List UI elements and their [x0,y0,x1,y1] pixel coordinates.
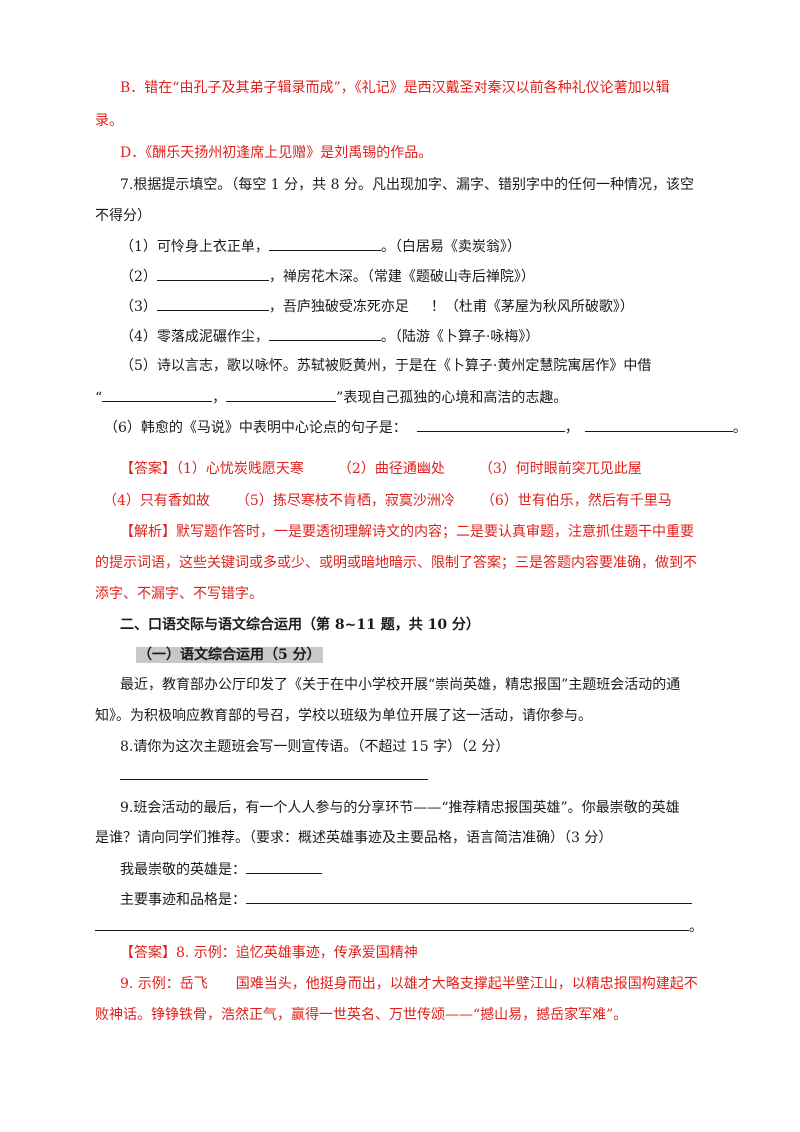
q7-item-6: （6）韩愈的《马说》中表明中心论点的句子是： ， 。 [104,417,747,437]
q7-item-3-blank[interactable] [156,296,269,311]
q7-item-2-number: （2） [120,269,157,285]
analysis-tag: 【解析】 [120,524,176,540]
answer-7-1: （1）心忧炭贱愿天寒 [176,461,304,477]
q7-item-5: （5）诗以言志，歌以咏怀。苏轼被贬黄州，于是在《卜算子·黄州定慧院寓居作》中借 [120,358,652,374]
q7-item-1: （1）可怜身上衣正单， 。（白居易《卖炭翁》） [120,236,521,256]
q9-hero-blank[interactable] [246,859,322,874]
q7-item-4-prompt: （4）零落成泥碾作尘， [120,329,269,345]
answer-7-3: （3）何时眼前突兀见此屋 [478,461,642,477]
q7-item-4-blank[interactable] [268,326,381,341]
q6-option-b-explanation-cont: 录。 [95,113,123,129]
q7-item-3-prompt: ，吾庐独破受冻死亦足 [268,299,409,315]
section-2-sub-heading-text: （一）语文综合运用（5 分） [136,647,323,663]
answer-tag: 【答案】 [120,945,176,961]
q7-stem: 7.根据提示填空。（每空 1 分，共 8 分。凡出现加字、漏字、错别字中的任何一… [120,177,694,193]
q7-item-2-prompt: ，禅房花木深。（常建《题破山寺后禅院》） [268,269,535,285]
q7-item-3-source: ！（杜甫《茅屋为秋风所破歌》） [430,299,634,315]
answer-7-2: （2）曲径通幽处 [337,461,445,477]
q8-stem: 8.请你为这次主题班会写一则宣传语。（不超过 15 字）（2 分） [120,739,510,755]
q7-item-6-prompt: （6）韩愈的《马说》中表明中心论点的句子是： [104,420,407,436]
q7-item-5-suffix: ”表现自己孤独的心境和高洁的志趣。 [336,390,568,406]
q7-item-5-comma: ， [212,390,227,406]
q7-item-1-blank[interactable] [268,236,381,251]
answer-8-text: 8. 示例：追忆英雄事迹，传承爱国精神 [176,945,418,961]
section-2-heading: 二、口语交际与语文综合运用（第 8~11 题，共 10 分） [120,617,480,633]
q6-option-b-explanation: B．错在“由孔子及其弟子辑录而成”，《礼记》是西汉戴圣对秦汉以前各种礼仪论著加以… [120,80,670,96]
analysis-7: 【解析】默写题作答时，一是要透彻理解诗文的内容；二是要认真审题，注意抓住题干中重… [120,522,694,542]
q7-stem-cont: 不得分） [95,208,151,224]
section-2-intro-cont: 知》。为积极响应教育部的号召，学校以班级为单位开展了这一活动，请你参与。 [95,708,592,724]
q7-item-4: （4）零落成泥碾作尘， 。（陆游《卜算子·咏梅》） [120,326,539,346]
q7-item-5-blank-2[interactable] [226,387,337,402]
q7-item-6-blank-2[interactable] [584,417,733,432]
answer-tag: 【答案】 [120,461,176,477]
section-2-intro: 最近，教育部办公厅印发了《关于在中小学校开展“崇尚英雄，精忠报国”主题班会活动的… [120,677,681,693]
answer-9: 9. 示例：岳飞 国难当头，他挺身而出，以雄才大略支撑起半壁江山，以精忠报国构建… [120,976,698,992]
analysis-7-text: 默写题作答时，一是要透彻理解诗文的内容；二是要认真审题，注意抓住题干中重要 [176,524,694,540]
q9-hero-label: 我最崇敬的英雄是： [120,862,246,878]
analysis-7-cont-2: 添字、不漏字、不写错字。 [95,586,263,602]
answer-7-5: （5）拣尽寒枝不肯栖，寂寞沙洲冷 [235,493,455,509]
q7-item-5-open-quote: “ [95,390,103,406]
q9-stem-cont: 是谁？请向同学们推荐。（要求：概述英雄事迹及主要品格，语言简洁准确）（3 分） [95,830,613,846]
q9-deeds-blank-2[interactable] [95,916,689,931]
q9-deeds-field: 主要事迹和品格是： [120,889,692,909]
answer-8: 【答案】8. 示例：追忆英雄事迹，传承爱国精神 [120,943,418,963]
q7-item-1-prompt: （1）可怜身上衣正单， [120,239,269,255]
q6-option-d-explanation: D．《酬乐天扬州初逢席上见赠》是刘禹锡的作品。 [120,145,433,161]
q7-item-6-comma: ， [564,420,579,436]
q7-item-2: （2） ，禅房花木深。（常建《题破山寺后禅院》） [120,266,535,286]
answer-7-row-1: 【答案】（1）心忧炭贱愿天寒 （2）曲径通幽处 （3）何时眼前突兀见此屋 [120,459,642,479]
q9-deeds-label: 主要事迹和品格是： [120,892,246,908]
q9-deeds-cont: 。 [95,916,703,936]
section-2-sub-heading: （一）语文综合运用（5 分） [136,645,323,665]
answer-7-4: （4）只有香如故 [103,493,210,509]
q9-deeds-blank[interactable] [246,889,692,904]
answer-7-row-2: （4）只有香如故 （5）拣尽寒枝不肯栖，寂寞沙洲冷 （6）世有伯乐，然后有千里马 [103,491,672,511]
q7-item-3: （3） ，吾庐独破受冻死亦足 ！（杜甫《茅屋为秋风所破歌》） [120,296,634,316]
q9-hero-field: 我最崇敬的英雄是： [120,859,322,879]
answer-7-6: （6）世有伯乐，然后有千里马 [480,493,672,509]
q7-item-5-blank-1[interactable] [102,387,213,402]
q7-item-6-end: 。 [732,420,747,436]
q7-item-2-blank[interactable] [156,266,269,281]
analysis-7-cont-1: 的提示词语，这些关键词或多或少、或明或暗地暗示、限制了答案；三是答题内容要准确，… [95,555,697,571]
q8-answer-line[interactable] [120,779,428,780]
q7-item-4-source: 。（陆游《卜算子·咏梅》） [380,329,540,345]
answer-9-cont: 败神话。铮铮铁骨，浩然正气，赢得一世英名、万世传颂——“撼山易，撼岳家军难”。 [95,1007,628,1023]
q9-deeds-end: 。 [689,919,703,935]
q9-stem: 9.班会活动的最后，有一个人人参与的分享环节——“推荐精忠报国英雄”。你最崇敬的… [120,800,680,816]
q7-item-5-cont: “ ， ”表现自己孤独的心境和高洁的志趣。 [95,387,567,407]
q7-item-6-blank-1[interactable] [416,417,565,432]
q7-item-3-number: （3） [120,299,157,315]
q7-item-1-source: 。（白居易《卖炭翁》） [380,239,521,255]
